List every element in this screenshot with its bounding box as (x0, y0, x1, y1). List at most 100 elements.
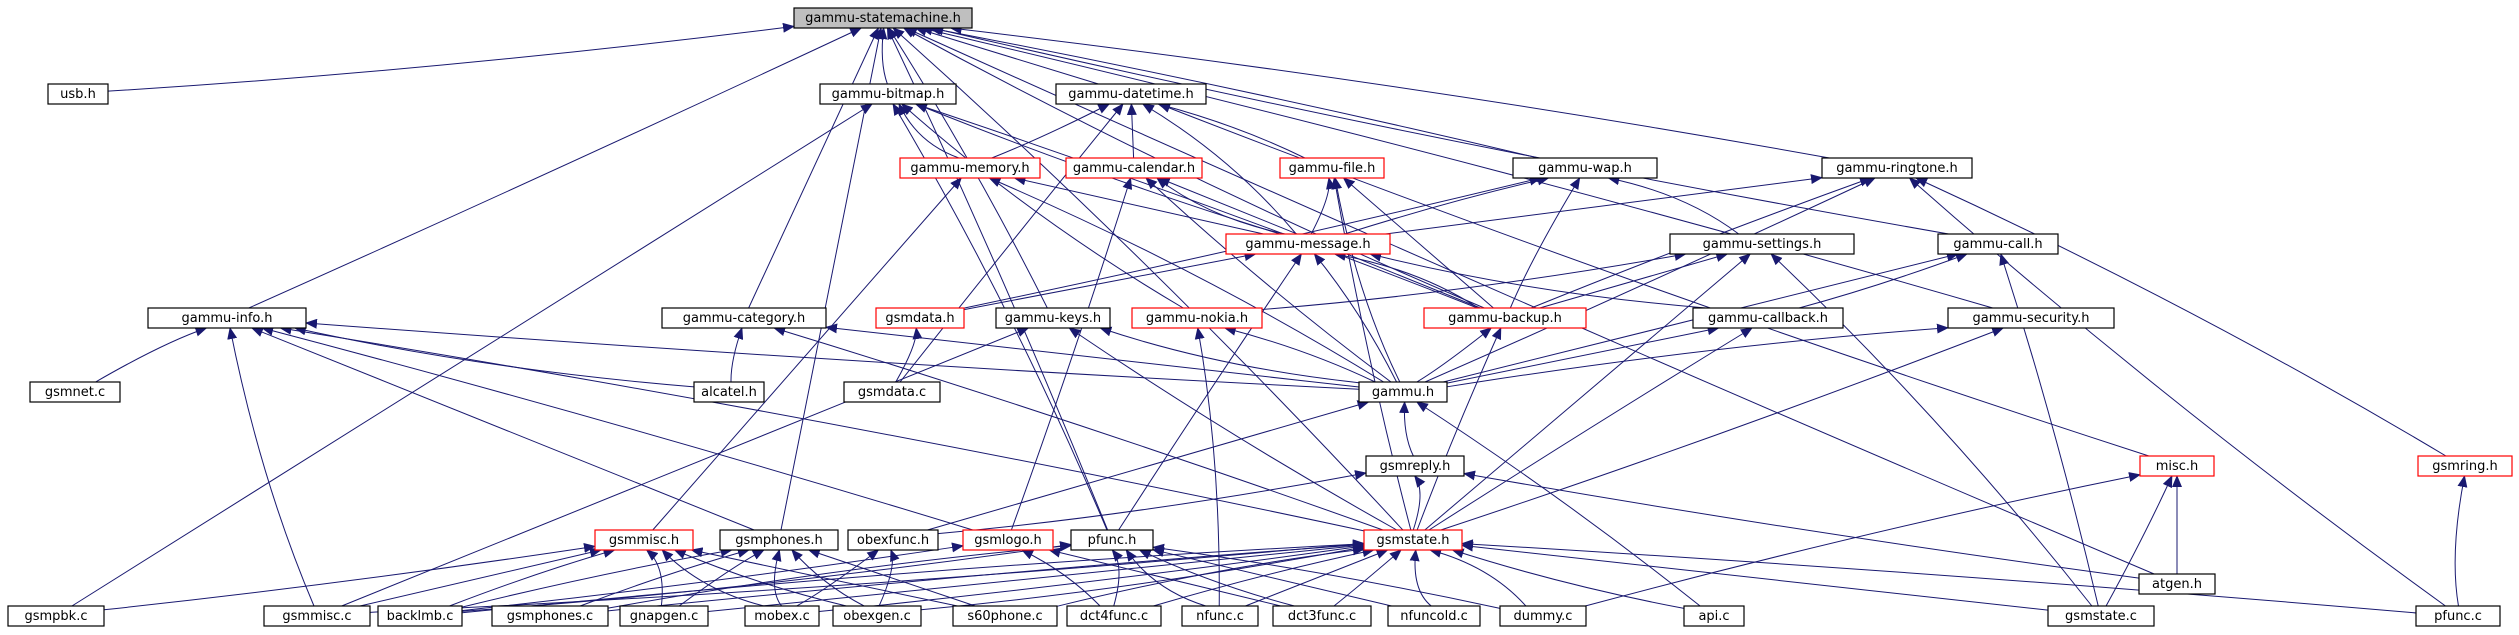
node-box (1683, 605, 1745, 627)
node-calendar[interactable]: gammu-calendar.h (1065, 157, 1203, 179)
edge-nfuncold-to-gsmstate-h (1409, 549, 1432, 607)
edge-gammu-h-to-category (825, 323, 1360, 388)
edge-gammu-h-to-security (1446, 323, 1949, 388)
node-label: gsmmisc.c (282, 609, 351, 624)
node-bitmap[interactable]: gammu-bitmap.h (819, 83, 957, 105)
node-label: api.c (1698, 609, 1729, 624)
node-gsmstate-h[interactable]: gsmstate.h (1363, 529, 1463, 551)
node-gsmphones-c[interactable]: gsmphones.c (491, 605, 609, 627)
node-alcatel[interactable]: alcatel.h (693, 381, 765, 403)
edge-backlmb-to-gsmphones-h (461, 546, 733, 608)
edge-obexgen-to-gsmstate-h (920, 544, 1365, 611)
node-message[interactable]: gammu-message.h (1225, 233, 1391, 255)
node-gsmmisc-h[interactable]: gsmmisc.h (594, 529, 694, 551)
node-label: gsmstate.h (1377, 533, 1450, 548)
node-atgen[interactable]: atgen.h (2138, 573, 2216, 595)
node-box (619, 605, 709, 627)
node-category[interactable]: gammu-category.h (661, 307, 827, 329)
node-datetime[interactable]: gammu-datetime.h (1055, 83, 1207, 105)
node-memory[interactable]: gammu-memory.h (899, 157, 1041, 179)
edge-atgen-to-gsmreply (1463, 470, 2140, 579)
edge-obexfunc-to-gammu-h (927, 400, 1370, 531)
node-keys[interactable]: gammu-keys.h (995, 307, 1111, 329)
node-api[interactable]: api.c (1683, 605, 1745, 627)
edge-gsmreply-to-gammu-h (1399, 401, 1414, 457)
node-label: gammu-settings.h (1703, 237, 1822, 252)
edge-gsmstate-h-to-keys (1068, 327, 1398, 531)
node-pfunc-c[interactable]: pfunc.c (2415, 605, 2501, 627)
node-nfuncold[interactable]: nfuncold.c (1387, 605, 1481, 627)
edge-usb-to-statemachine (107, 22, 795, 92)
node-settings[interactable]: gammu-settings.h (1669, 233, 1855, 255)
node-box (2417, 455, 2513, 477)
node-gsmnet-c[interactable]: gsmnet.c (29, 381, 121, 403)
node-backup[interactable]: gammu-backup.h (1423, 307, 1587, 329)
node-gsmdata-c[interactable]: gsmdata.c (843, 381, 941, 403)
node-box (1499, 605, 1587, 627)
edge-backlmb-to-gsmmisc-h (449, 548, 616, 607)
node-wap[interactable]: gammu-wap.h (1512, 157, 1658, 179)
node-box (263, 605, 371, 627)
node-ringtone[interactable]: gammu-ringtone.h (1821, 157, 1973, 179)
node-box (832, 605, 922, 627)
node-gsmmisc-c[interactable]: gsmmisc.c (263, 605, 371, 627)
node-gsmlogo[interactable]: gsmlogo.h (962, 529, 1054, 551)
node-box (147, 307, 307, 329)
node-label: gammu-message.h (1245, 237, 1370, 252)
node-call[interactable]: gammu-call.h (1937, 233, 2059, 255)
node-gsmreply[interactable]: gsmreply.h (1365, 455, 1465, 477)
node-nokia[interactable]: gammu-nokia.h (1131, 307, 1263, 329)
node-box (952, 605, 1058, 627)
edge-dummy-to-misc-h (1585, 472, 2141, 607)
node-label: mobex.c (754, 609, 810, 624)
node-box (377, 605, 463, 627)
node-label: gsmmisc.h (609, 533, 679, 548)
node-gnapgen[interactable]: gnapgen.c (619, 605, 709, 627)
node-callback[interactable]: gammu-callback.h (1692, 307, 1844, 329)
node-s60phone[interactable]: s60phone.c (952, 605, 1058, 627)
node-label: gsmdata.h (885, 311, 954, 326)
edge-dct4func-to-gsmstate-h (1153, 547, 1375, 607)
node-security[interactable]: gammu-security.h (1947, 307, 2115, 329)
node-info[interactable]: gammu-info.h (147, 307, 307, 329)
node-label: gammu-security.h (1973, 311, 2090, 326)
edge-mobex-to-gsmphones-h (771, 549, 782, 607)
edge-dct4func-to-pfunc-h (1111, 549, 1124, 607)
edge-nfuncold-to-pfunc-h (1152, 547, 1392, 607)
node-dct4func[interactable]: dct4func.c (1066, 605, 1162, 627)
node-pfunc-h[interactable]: pfunc.h (1070, 529, 1154, 551)
node-dct3func[interactable]: dct3func.c (1272, 605, 1372, 627)
node-label: backlmb.c (387, 609, 454, 624)
edge-dct3func-to-pfunc-h (1138, 549, 1295, 607)
node-gsmphones-h[interactable]: gsmphones.h (719, 529, 839, 551)
edge-wap-to-statemachine (928, 25, 1539, 159)
node-mobex[interactable]: mobex.c (744, 605, 820, 627)
edge-gsmstate-h-to-settings (1424, 253, 1751, 531)
node-misc-h[interactable]: misc.h (2139, 455, 2215, 477)
node-box (719, 529, 839, 551)
node-gsmpbk[interactable]: gsmpbk.c (7, 605, 105, 627)
node-gsmdata-h[interactable]: gsmdata.h (875, 307, 965, 329)
node-gammu-h[interactable]: gammu.h (1358, 381, 1448, 403)
node-statemachine[interactable]: gammu-statemachine.h (793, 7, 973, 29)
node-label: gsmstate.c (2065, 609, 2137, 624)
edge-gsmstate-h-to-category (773, 326, 1384, 531)
node-obexfunc[interactable]: obexfunc.h (847, 529, 939, 551)
edge-ringtone-to-statemachine (949, 24, 1830, 159)
edge-api-to-gsmstate-h (1451, 548, 1685, 609)
node-usb[interactable]: usb.h (47, 83, 109, 105)
node-box (995, 307, 1111, 329)
edge-category-to-statemachine (748, 27, 879, 309)
node-backlmb[interactable]: backlmb.c (377, 605, 463, 627)
node-box (2415, 605, 2501, 627)
node-obexgen[interactable]: obexgen.c (832, 605, 922, 627)
node-dummy[interactable]: dummy.c (1499, 605, 1587, 627)
node-gsmstate-c[interactable]: gsmstate.c (2047, 605, 2155, 627)
edge-nfunc-to-gsmstate-h (1245, 549, 1389, 607)
edge-obexgen-to-obexfunc (878, 549, 900, 607)
node-nfunc[interactable]: nfunc.c (1181, 605, 1259, 627)
node-box (1365, 455, 1465, 477)
node-gsmring[interactable]: gsmring.h (2417, 455, 2513, 477)
node-file[interactable]: gammu-file.h (1279, 157, 1385, 179)
